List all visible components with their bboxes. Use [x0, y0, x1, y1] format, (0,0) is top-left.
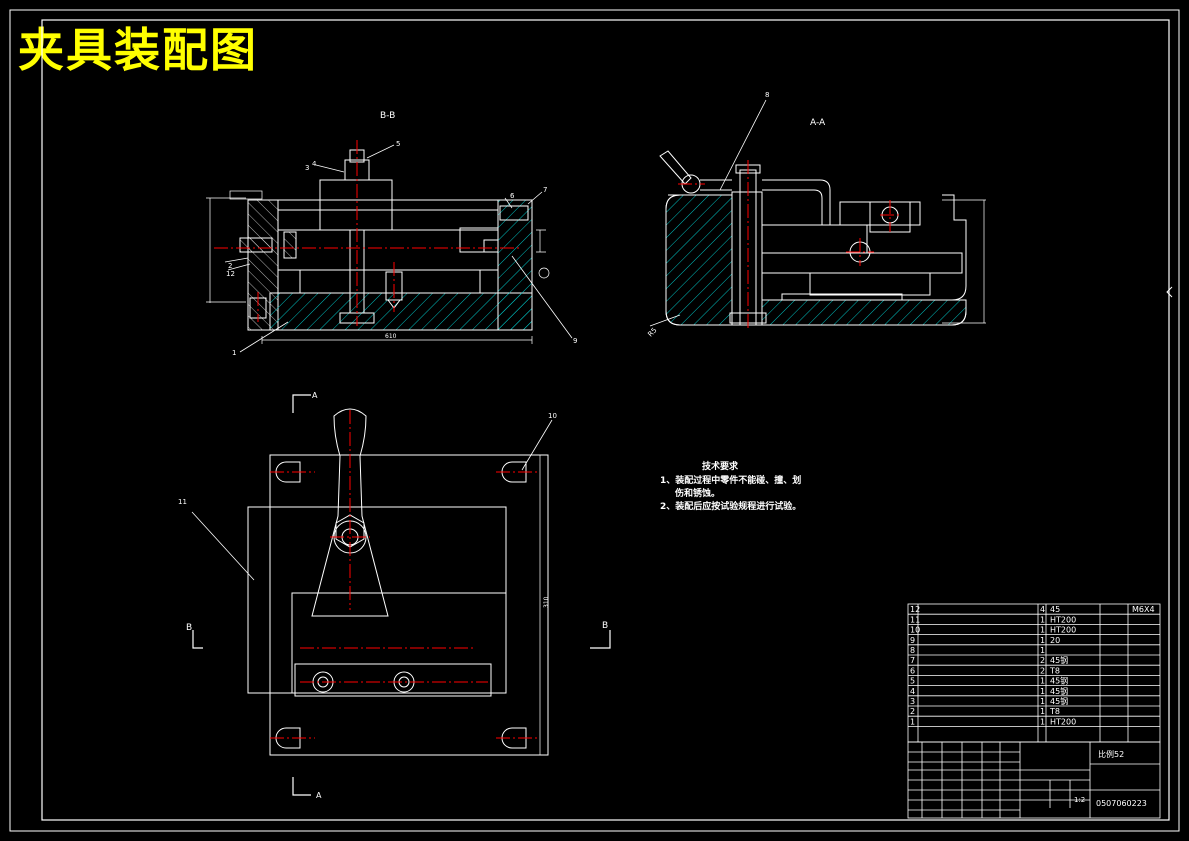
tech-line-1b: 伤和锈蚀。	[675, 489, 721, 499]
bom-cell-no: 10	[910, 626, 920, 635]
bom-cell-no: 6	[910, 666, 915, 675]
bom-cell-no: 2	[910, 707, 915, 716]
balloon-8: 8	[765, 91, 769, 99]
balloon-6: 6	[510, 192, 515, 200]
balloon-2: 2	[228, 262, 232, 270]
view-bb-label: B-B	[380, 111, 395, 121]
bom-cell-material: 20	[1050, 636, 1060, 645]
inner-border	[41, 19, 1170, 821]
bom-cell-material: 45钢	[1050, 676, 1068, 686]
balloon-9: 9	[573, 337, 577, 345]
bom-cell-material: 45	[1050, 605, 1060, 614]
view-aa-label: A-A	[810, 118, 826, 128]
aa-radius-dim: R5	[646, 326, 658, 338]
balloon-12: 12	[226, 270, 235, 278]
bom-cell-no: 1	[910, 717, 915, 726]
balloon-5: 5	[396, 140, 400, 148]
outer-border	[9, 9, 1180, 832]
bb-width-dim: 610	[385, 333, 397, 340]
section-b-left: B	[186, 623, 192, 633]
bom-cell-qty: 1	[1040, 615, 1045, 624]
bom-cell-material: HT200	[1050, 615, 1076, 624]
title-block	[907, 741, 1161, 819]
bom-cell-qty: 2	[1040, 666, 1045, 675]
bom-cell-material: HT200	[1050, 717, 1076, 726]
bom-cell-qty: 1	[1040, 646, 1045, 655]
bom-cell-no: 9	[910, 636, 915, 645]
view-top	[192, 394, 611, 796]
section-a-bottom: A	[316, 791, 322, 800]
bom-cell-no: 4	[910, 687, 915, 696]
bom-cell-qty: 4	[1040, 605, 1045, 614]
top-height-dim: 310	[543, 596, 550, 608]
bom-cell-qty: 1	[1040, 636, 1045, 645]
tech-line-1: 1、装配过程中零件不能碰、撞、划	[660, 476, 802, 486]
bom-cell-qty: 1	[1040, 677, 1045, 686]
bom-cell-qty: 1	[1040, 707, 1045, 716]
drawing-number: 0507060223	[1096, 799, 1147, 808]
bom-cell-no: 7	[910, 656, 915, 665]
ratio-text: 1:2	[1074, 796, 1085, 804]
bom-cell-no: 12	[910, 605, 920, 614]
scale-text: 比例52	[1098, 749, 1124, 759]
tech-line-2: 2、装配后应按试验规程进行试验。	[660, 502, 802, 512]
section-a-top: A	[312, 391, 318, 400]
bom-cell-no: 11	[910, 615, 920, 624]
view-bb	[206, 149, 550, 344]
balloon-3: 3	[305, 164, 309, 172]
bom-cell-note: M6X4	[1132, 605, 1155, 614]
balloon-10: 10	[548, 412, 557, 420]
bom-cell-material: 45钢	[1050, 686, 1068, 696]
view-aa-centerlines	[678, 160, 900, 330]
bom-cell-material: HT200	[1050, 626, 1076, 635]
bom-cell-no: 5	[910, 677, 915, 686]
balloon-4: 4	[312, 160, 317, 168]
bom-cell-qty: 1	[1040, 717, 1045, 726]
bom-cell-material: T8	[1049, 666, 1060, 675]
bom-cell-qty: 2	[1040, 656, 1045, 665]
view-aa	[659, 150, 986, 326]
bom-cell-material: 45钢	[1050, 655, 1068, 665]
balloon-1: 1	[232, 349, 236, 357]
bom-cell-qty: 1	[1040, 626, 1045, 635]
bom-cell-qty: 1	[1040, 697, 1045, 706]
view-bb-centerlines	[214, 140, 520, 326]
tech-heading: 技术要求	[702, 462, 739, 472]
view-bb-leaders	[224, 144, 573, 353]
balloon-11: 11	[178, 498, 187, 506]
bom-cell-no: 8	[910, 646, 915, 655]
section-b-right: B	[602, 621, 608, 631]
bom-cell-material: T8	[1049, 707, 1060, 716]
balloon-7: 7	[543, 186, 547, 194]
bom-cell-qty: 1	[1040, 687, 1045, 696]
bom-cell-no: 3	[910, 697, 915, 706]
bom-cell-material: 45钢	[1050, 696, 1068, 706]
bom-table	[907, 603, 1161, 743]
drawing-title: 夹具装配图	[18, 23, 258, 77]
frame-mark	[1166, 286, 1173, 298]
view-top-centerlines	[270, 410, 540, 739]
